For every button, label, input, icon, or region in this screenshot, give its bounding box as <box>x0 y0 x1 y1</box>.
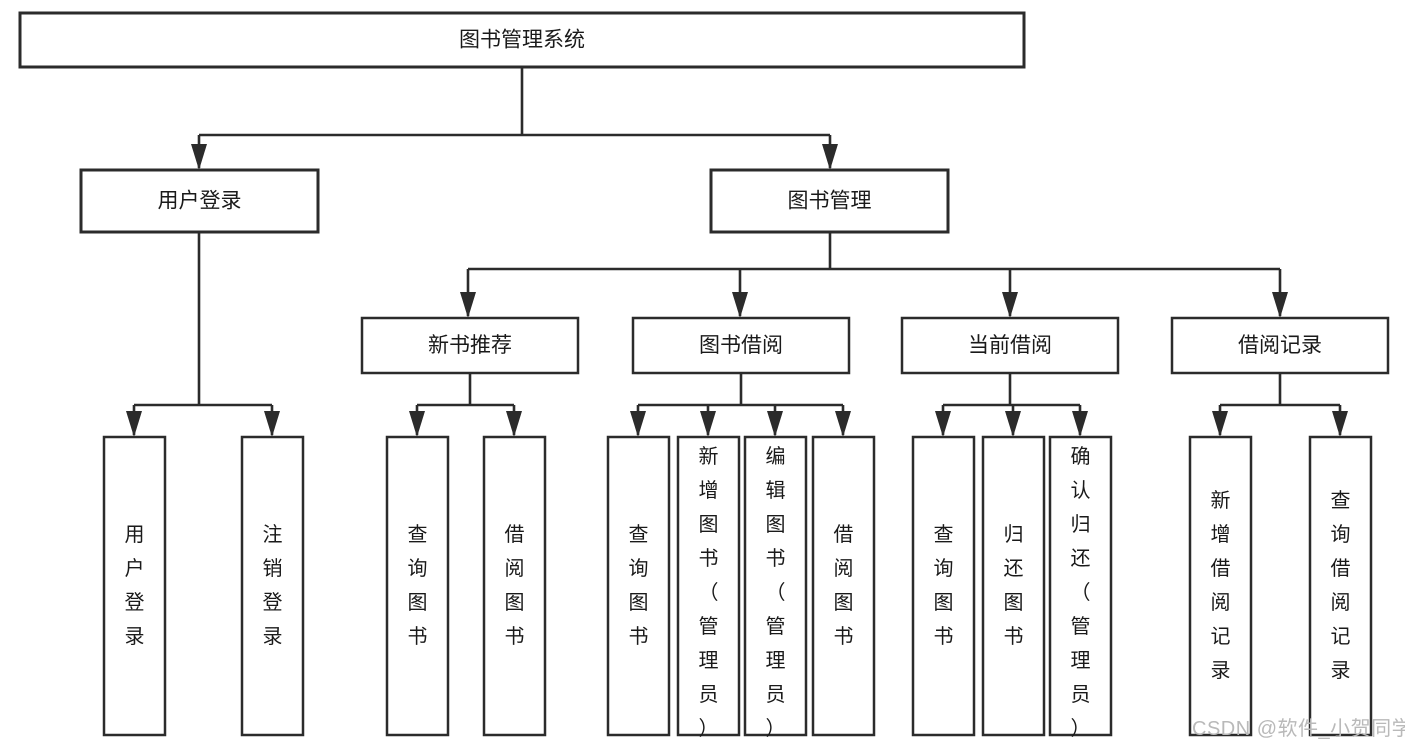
node-box-leaf-logout[interactable] <box>240 435 305 737</box>
node-label-leaf-return-book: 归还图书 <box>1004 523 1024 648</box>
node-leaf-add-book[interactable]: 新增图书（管理员） <box>676 435 741 740</box>
node-label-leaf-query-book-1: 查询图书 <box>408 523 428 648</box>
node-root[interactable]: 图书管理系统 <box>18 11 1026 69</box>
node-new-book-recommend[interactable]: 新书推荐 <box>360 316 580 375</box>
node-box-leaf-confirm-return[interactable] <box>1048 435 1113 737</box>
arrow-head-icon <box>460 292 476 318</box>
csdn-watermark: CSDN @软件_小贺同学 <box>1192 717 1405 740</box>
node-label-leaf-borrow-book-1: 借阅图书 <box>505 523 525 648</box>
node-label-user-login: 用户登录 <box>158 190 242 213</box>
node-label-leaf-user-login: 用户登录 <box>125 524 145 648</box>
node-box-book-manage[interactable] <box>709 168 950 234</box>
arrow-head-icon <box>1212 411 1228 437</box>
node-label-current-borrow: 当前借阅 <box>968 334 1052 357</box>
node-box-leaf-query-book-1[interactable] <box>385 435 450 737</box>
node-layer: 图书管理系统用户登录图书管理新书推荐图书借阅当前借阅借阅记录用户登录注销登录查询… <box>18 11 1390 740</box>
node-box-leaf-user-login[interactable] <box>102 435 167 737</box>
node-label-leaf-add-book: 新增图书（管理员） <box>699 445 719 740</box>
node-box-leaf-borrow-book-1[interactable] <box>482 435 547 737</box>
node-box-leaf-query-book-3[interactable] <box>911 435 976 737</box>
node-box-leaf-query-book-2[interactable] <box>606 435 671 737</box>
node-box-leaf-query-record[interactable] <box>1308 435 1373 737</box>
node-label-new-book-recommend: 新书推荐 <box>428 334 512 357</box>
node-label-leaf-query-record: 查询借阅记录 <box>1331 489 1351 682</box>
node-leaf-return-book[interactable]: 归还图书 <box>981 435 1046 737</box>
arrow-head-icon <box>1332 411 1348 437</box>
arrow-head-icon <box>767 411 783 437</box>
node-leaf-confirm-return[interactable]: 确认归还（管理员） <box>1048 435 1113 740</box>
arrow-head-icon <box>126 411 142 437</box>
node-book-borrow[interactable]: 图书借阅 <box>631 316 851 375</box>
node-label-leaf-add-record: 新增借阅记录 <box>1211 489 1231 682</box>
node-leaf-logout[interactable]: 注销登录 <box>240 435 305 737</box>
node-leaf-borrow-book-1[interactable]: 借阅图书 <box>482 435 547 737</box>
arrow-head-icon <box>506 411 522 437</box>
arrow-head-icon <box>264 411 280 437</box>
arrow-head-icon <box>822 144 838 170</box>
node-box-current-borrow[interactable] <box>900 316 1120 375</box>
node-borrow-record[interactable]: 借阅记录 <box>1170 316 1390 375</box>
node-box-leaf-add-record[interactable] <box>1188 435 1253 737</box>
node-box-book-borrow[interactable] <box>631 316 851 375</box>
arrow-head-icon <box>1002 292 1018 318</box>
arrow-head-icon <box>935 411 951 437</box>
node-book-manage[interactable]: 图书管理 <box>709 168 950 234</box>
node-leaf-add-record[interactable]: 新增借阅记录 <box>1188 435 1253 737</box>
arrow-head-icon <box>630 411 646 437</box>
node-leaf-query-book-3[interactable]: 查询图书 <box>911 435 976 737</box>
arrow-head-icon <box>409 411 425 437</box>
node-label-borrow-record: 借阅记录 <box>1238 334 1322 357</box>
node-leaf-edit-book[interactable]: 编辑图书（管理员） <box>743 435 808 740</box>
node-label-leaf-borrow-book-2: 借阅图书 <box>834 523 854 648</box>
node-leaf-query-book-2[interactable]: 查询图书 <box>606 435 671 737</box>
arrow-head-icon <box>1272 292 1288 318</box>
node-current-borrow[interactable]: 当前借阅 <box>900 316 1120 375</box>
arrow-head-icon <box>1005 411 1021 437</box>
node-leaf-user-login[interactable]: 用户登录 <box>102 435 167 737</box>
node-box-leaf-add-book[interactable] <box>676 435 741 737</box>
arrow-head-icon <box>1072 411 1088 437</box>
node-leaf-borrow-book-2[interactable]: 借阅图书 <box>811 435 876 737</box>
node-box-leaf-edit-book[interactable] <box>743 435 808 737</box>
connector-layer <box>126 67 1348 437</box>
node-label-leaf-query-book-3: 查询图书 <box>934 523 954 648</box>
arrow-head-icon <box>835 411 851 437</box>
arrow-head-icon <box>732 292 748 318</box>
node-label-leaf-query-book-2: 查询图书 <box>629 523 649 648</box>
node-label-book-borrow: 图书借阅 <box>699 334 783 357</box>
node-box-leaf-borrow-book-2[interactable] <box>811 435 876 737</box>
node-box-new-book-recommend[interactable] <box>360 316 580 375</box>
node-user-login[interactable]: 用户登录 <box>79 168 320 234</box>
node-label-book-manage: 图书管理 <box>788 190 872 213</box>
node-box-root[interactable] <box>18 11 1026 69</box>
node-label-leaf-edit-book: 编辑图书（管理员） <box>766 445 786 740</box>
node-label-leaf-confirm-return: 确认归还（管理员） <box>1071 445 1091 740</box>
node-box-leaf-return-book[interactable] <box>981 435 1046 737</box>
node-label-root: 图书管理系统 <box>459 29 585 52</box>
arrow-head-icon <box>700 411 716 437</box>
node-label-leaf-logout: 注销登录 <box>263 523 283 648</box>
node-box-user-login[interactable] <box>79 168 320 234</box>
arrow-head-icon <box>191 144 207 170</box>
node-leaf-query-record[interactable]: 查询借阅记录 <box>1308 435 1373 737</box>
node-box-borrow-record[interactable] <box>1170 316 1390 375</box>
node-leaf-query-book-1[interactable]: 查询图书 <box>385 435 450 737</box>
